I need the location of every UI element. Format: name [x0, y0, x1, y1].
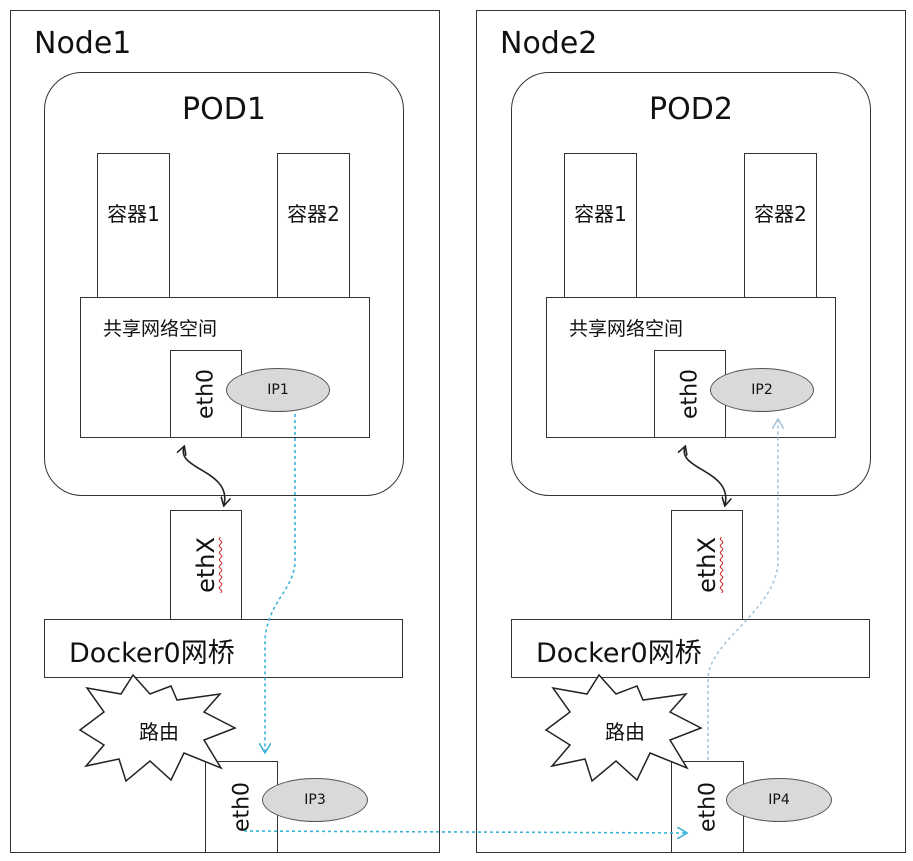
pod1-ip-label: IP1 [267, 382, 289, 398]
node1-host-ip-badge: IP3 [262, 778, 368, 822]
node2-docker0-bridge-label: Docker0网桥 [536, 638, 702, 669]
pod2-container1-label: 容器1 [574, 202, 627, 226]
node1-flow-arrow [265, 414, 296, 752]
node2-router-starburst [544, 673, 703, 783]
node2-veth-link [684, 447, 726, 505]
pod1-title: POD1 [182, 92, 266, 127]
node1-docker0-bridge-label: Docker0网桥 [69, 638, 235, 669]
node2-router-text: 路由 [605, 720, 645, 744]
pod2-container1: 容器1 [564, 153, 637, 298]
node1-host-ip-label: IP3 [304, 792, 326, 808]
pod2-container2-label: 容器2 [754, 202, 807, 226]
pod2-ip-badge: IP2 [710, 368, 814, 412]
cross-node-flow-arrow [243, 831, 686, 833]
pod1-container2-label: 容器2 [287, 202, 340, 226]
pod2-title: POD2 [649, 92, 733, 127]
node2-flow-arrow [707, 420, 778, 760]
node2-ethx: ethX [671, 510, 743, 620]
pod1-shared-network-label: 共享网络空间 [103, 318, 218, 340]
pod1-container1: 容器1 [97, 153, 170, 298]
node1-router-starburst [78, 673, 237, 783]
pod2-shared-network-label: 共享网络空间 [569, 318, 684, 340]
node1-router-text: 路由 [139, 720, 179, 744]
node2-host-ip-label: IP4 [768, 792, 790, 808]
pod1-container1-label: 容器1 [107, 202, 160, 226]
node2-host-ip-badge: IP4 [726, 778, 832, 822]
node1-title: Node1 [34, 26, 132, 61]
node2-title: Node2 [500, 26, 598, 61]
node1-veth-link [183, 447, 225, 505]
pod2-ip-label: IP2 [751, 382, 773, 398]
pod2-container2: 容器2 [744, 153, 817, 298]
pod1-ip-badge: IP1 [226, 368, 330, 412]
node2-docker0-bridge: Docker0网桥 [511, 619, 870, 678]
node1-docker0-bridge: Docker0网桥 [44, 619, 403, 678]
pod1-container2: 容器2 [277, 153, 350, 298]
node1-ethx: ethX [170, 510, 242, 620]
